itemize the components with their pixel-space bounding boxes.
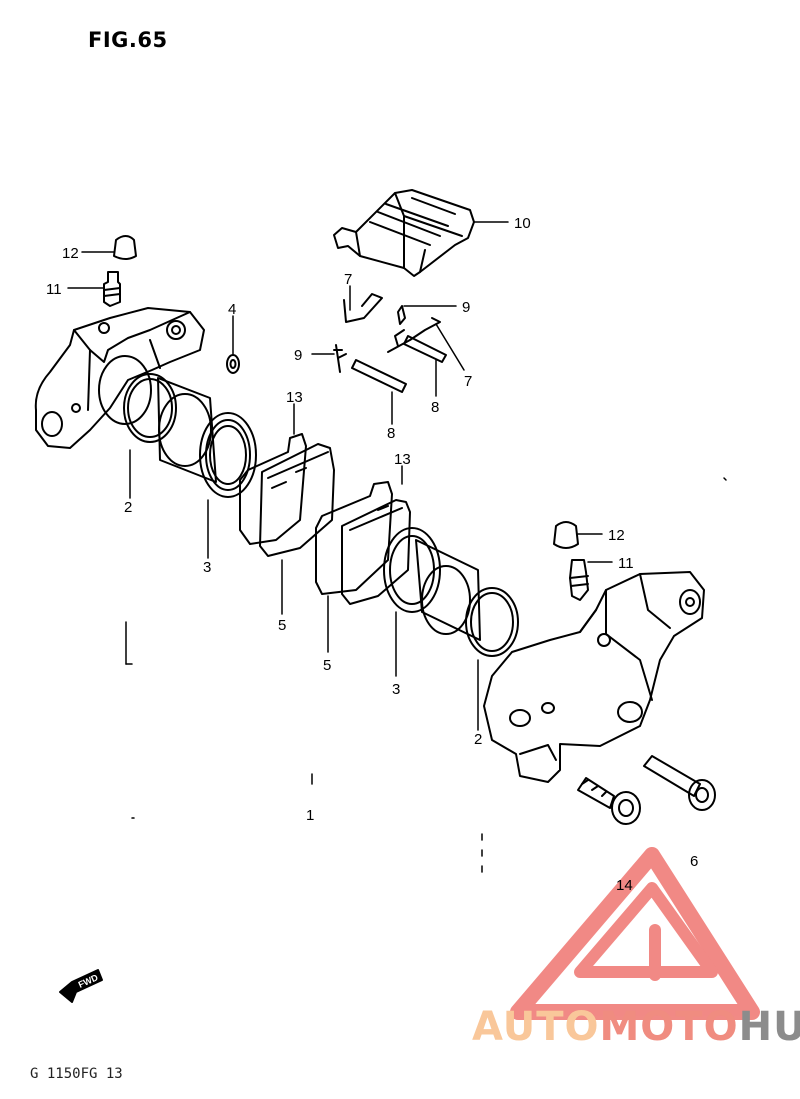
part-piston-3-right <box>383 527 481 641</box>
callout-labels: 10 12 11 4 7 9 9 7 8 8 13 13 2 3 5 5 3 2… <box>46 215 698 894</box>
part-shim-13-right <box>315 481 393 595</box>
watermark-hub: HUB <box>738 1004 800 1050</box>
callout-12-left: 12 <box>62 245 79 262</box>
part-shim-13-left <box>239 433 307 545</box>
part-pad-spring-10 <box>333 189 475 277</box>
callout-11-left: 11 <box>46 281 62 298</box>
watermark-auto: AUTO <box>472 1004 600 1050</box>
callout-10: 10 <box>514 215 531 232</box>
callout-13-left: 13 <box>286 389 303 406</box>
callout-4: 4 <box>228 301 236 318</box>
callout-11-right: 11 <box>618 555 634 572</box>
watermark-logo-icon <box>510 847 760 1020</box>
fwd-arrow-icon: FWD <box>59 969 103 1003</box>
callout-7-lower: 7 <box>464 373 472 390</box>
part-pin-rod-8 <box>351 359 407 393</box>
callout-13-right: 13 <box>394 451 411 468</box>
part-clip-7-upper <box>343 293 383 323</box>
callout-5-left: 5 <box>278 617 286 634</box>
part-pin-9-upper <box>397 305 406 325</box>
part-bleeder-11-right <box>569 559 589 601</box>
callout-5-right: 5 <box>323 657 331 674</box>
part-bolt-14 <box>577 777 641 825</box>
footer-code: G 1150FG 13 <box>30 1066 123 1082</box>
part-seal-2-left <box>123 373 177 443</box>
callout-14: 14 <box>616 877 633 894</box>
part-bolt-6 <box>643 755 716 811</box>
part-caliper-housing-left <box>34 307 205 449</box>
part-pad-5-right <box>341 499 411 605</box>
part-pad-5-left <box>259 443 335 557</box>
callout-3-left: 3 <box>203 559 211 576</box>
callout-2-left: 2 <box>124 499 132 516</box>
callout-3-right: 3 <box>392 681 400 698</box>
part-caliper-housing-right <box>483 571 705 783</box>
figure-title: FIG.65 <box>88 28 168 52</box>
part-cap-12-right <box>553 521 579 549</box>
callout-8-left: 8 <box>387 425 395 442</box>
part-bleeder-11-left <box>103 271 121 307</box>
part-pin-9-left <box>333 344 347 373</box>
watermark-moto: MOTO <box>599 1004 739 1050</box>
callout-8-right: 8 <box>431 399 439 416</box>
callout-12-right: 12 <box>608 527 625 544</box>
callout-9-left: 9 <box>294 347 302 364</box>
stray-marks <box>131 477 727 819</box>
callout-1: 1 <box>306 807 314 824</box>
callout-7-upper: 7 <box>344 271 352 288</box>
part-pin-rod-8-b <box>403 335 447 363</box>
part-piston-3-left <box>157 377 257 498</box>
leader-lines <box>67 221 613 881</box>
callout-9-upper: 9 <box>462 299 470 316</box>
callout-6: 6 <box>690 853 698 870</box>
part-seal-2-right <box>465 587 519 657</box>
callout-2-right: 2 <box>474 731 482 748</box>
watermark-text: AUTOMOTOHUB <box>472 1004 800 1050</box>
part-clip-7-lower <box>387 317 441 353</box>
part-cap-12-left <box>113 235 137 260</box>
part-washer-4 <box>226 354 240 374</box>
